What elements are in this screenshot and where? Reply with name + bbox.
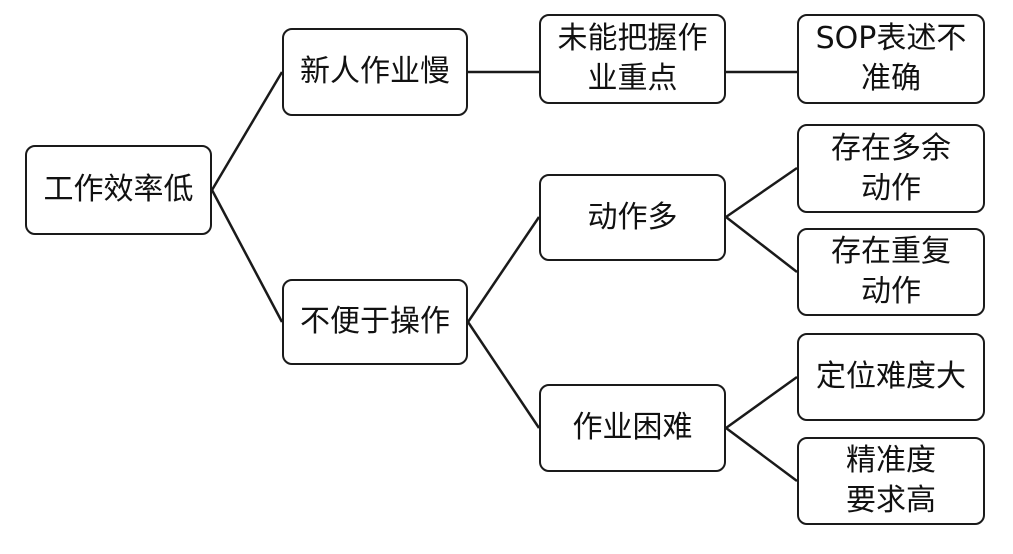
node-sop-inaccurate: SOP表述不 准确 <box>797 14 985 104</box>
edge-difficult-precision <box>725 426 798 483</box>
node-new-staff-slow: 新人作业慢 <box>282 28 468 116</box>
edge-inconvenient-manyactions <box>466 216 541 323</box>
node-difficult-operation: 作业困难 <box>539 384 726 472</box>
node-redundant-actions: 存在多余 动作 <box>797 124 985 213</box>
edge-inconvenient-difficult <box>466 321 541 429</box>
node-positioning-difficult: 定位难度大 <box>797 333 985 421</box>
edge-root-slow <box>210 71 284 191</box>
node-miss-key-points: 未能把握作 业重点 <box>539 14 726 104</box>
node-many-actions: 动作多 <box>539 174 726 261</box>
node-inconvenient-operation: 不便于操作 <box>282 279 468 365</box>
node-high-precision: 精准度 要求高 <box>797 437 985 525</box>
node-repeated-actions: 存在重复 动作 <box>797 228 985 316</box>
edge-root-inconvenient <box>210 189 284 323</box>
edge-difficult-positioning <box>725 375 798 430</box>
edge-manyactions-redundant <box>725 166 798 219</box>
node-root-low-efficiency: 工作效率低 <box>25 145 212 235</box>
edge-manyactions-repeated <box>725 216 798 273</box>
